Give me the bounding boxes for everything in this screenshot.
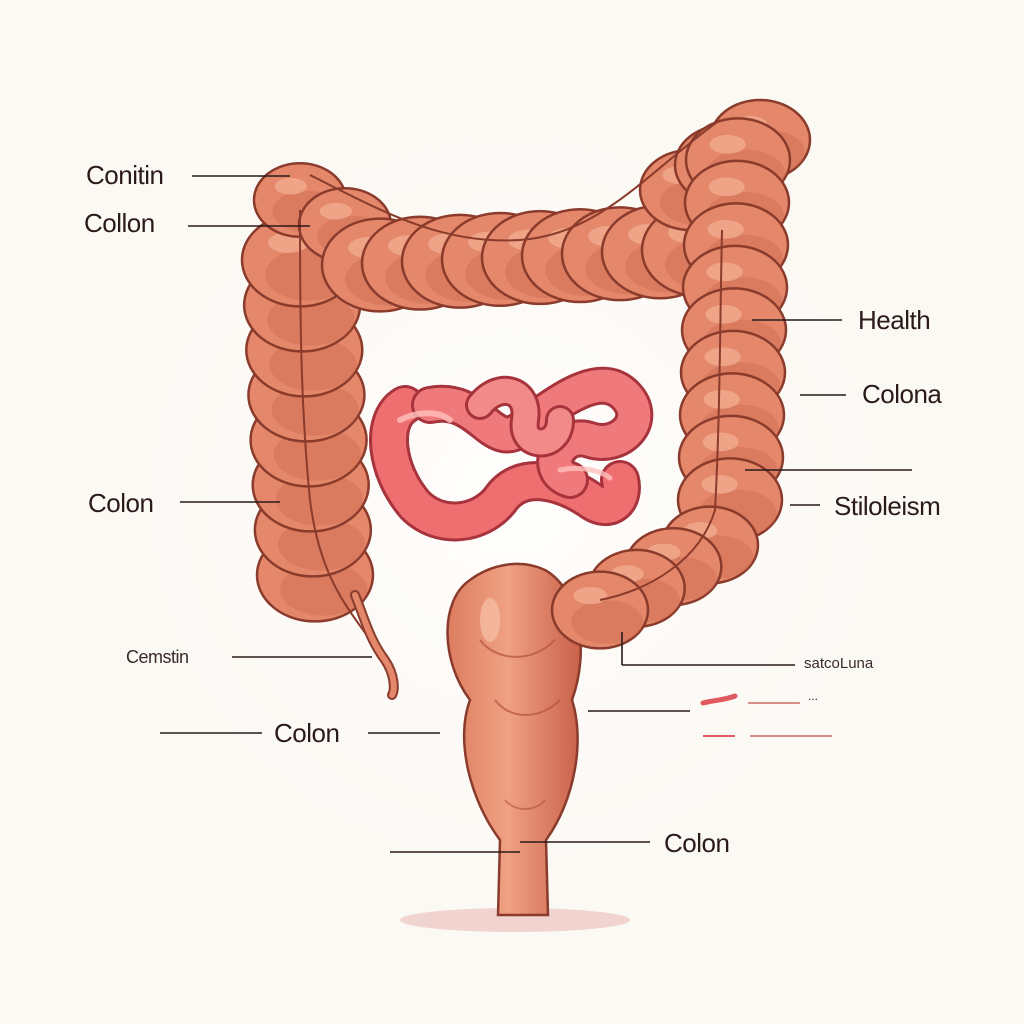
haustrum-highlight: [702, 432, 739, 452]
label-colona: Colona: [862, 379, 942, 409]
label-collon: Collon: [84, 208, 155, 238]
haustrum-shade: [571, 600, 644, 644]
rectum: [446, 562, 582, 917]
small-intestine: [369, 366, 654, 542]
label-legend-small: ...: [808, 689, 819, 703]
legend-marks: [700, 693, 832, 737]
haustrum-highlight: [701, 475, 738, 494]
label-colon-left: Colon: [88, 488, 154, 518]
haustrum-highlight: [706, 262, 743, 282]
leader-lines: [160, 175, 912, 853]
label-conitin: Conitin: [86, 160, 164, 190]
label-satcoluna: satcoLuna: [804, 655, 874, 672]
label-stiloleism: Stiloleism: [834, 491, 941, 521]
haustrum-highlight: [703, 390, 740, 409]
label-health: Health: [858, 305, 931, 335]
colon-band-line: [299, 119, 723, 641]
label-colon-bottom: Colon: [664, 828, 730, 858]
label-colon-lower-left: Colon: [274, 718, 340, 748]
label-cemstin: Cemstin: [126, 647, 189, 667]
haustrum-highlight: [573, 586, 608, 605]
haustrum-highlight: [274, 177, 307, 195]
haustrum-highlight: [704, 347, 741, 367]
haustrum-highlight: [705, 305, 742, 324]
ground-shadow: [400, 908, 630, 932]
haustrum-highlight: [707, 220, 744, 239]
haustrum-highlight: [708, 177, 745, 197]
haustrum-highlight: [709, 135, 746, 154]
haustrum-highlight: [319, 202, 352, 220]
haustrum: [550, 570, 650, 650]
